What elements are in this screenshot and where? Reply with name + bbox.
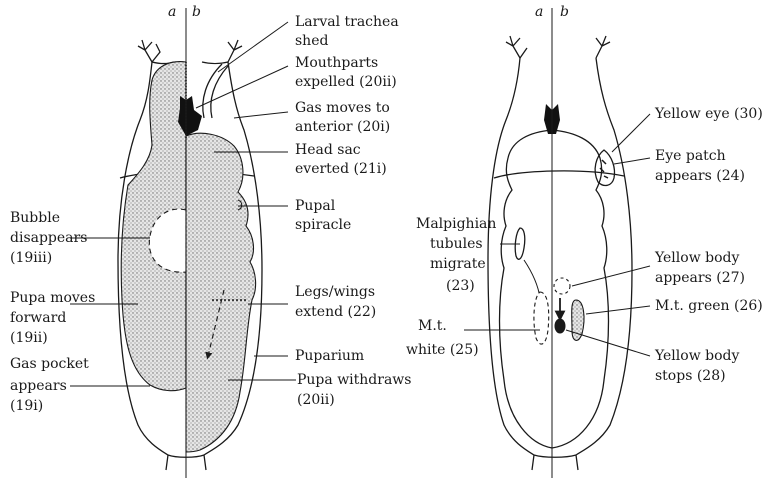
right-malpighian-tubule-curve	[524, 260, 540, 298]
label-pupa-withdraws-1: Pupa withdraws	[297, 372, 411, 388]
label-pupal-spiracle-1: Pupal	[295, 198, 336, 214]
label-pupa-moves-3: (19ii)	[10, 330, 48, 346]
label-pupal-spiracle-2: spiracle	[295, 217, 351, 233]
label-head-sac-2: everted (21i)	[295, 161, 387, 177]
leader-eye-patch	[614, 158, 650, 164]
label-mt-white-2: white (25)	[406, 342, 479, 358]
label-gas-moves-1: Gas moves to	[295, 100, 390, 116]
left-anterior-spiracle-left	[138, 40, 160, 62]
leader-yellow-eye	[612, 114, 650, 152]
label-gas-pocket-2: appears	[10, 378, 67, 394]
right-axis-a: a	[535, 4, 543, 20]
leader-gas-moves	[234, 112, 288, 118]
label-legs-wings-2: extend (22)	[295, 304, 376, 320]
right-axis-b: b	[560, 4, 569, 20]
label-pupa-withdraws-2: (20ii)	[297, 392, 335, 408]
left-axis-b: b	[192, 4, 201, 20]
right-figure: a b	[406, 4, 763, 478]
label-mt-white-1: M.t.	[418, 318, 447, 334]
right-anterior-spiracle-right	[596, 36, 610, 58]
label-eye-patch-2: appears (24)	[655, 168, 745, 184]
label-yellow-eye: Yellow eye (30)	[654, 106, 763, 122]
label-mt-green: M.t. green (26)	[655, 298, 763, 314]
right-puparium-outline	[488, 58, 632, 470]
label-pupa-moves-1: Pupa moves	[10, 290, 95, 306]
leader-yellow-body-appears	[572, 266, 650, 286]
label-gas-pocket-1: Gas pocket	[10, 356, 89, 372]
leader-mt-green	[586, 306, 650, 314]
leader-larval-trachea	[218, 22, 288, 72]
label-gas-pocket-3: (19i)	[10, 398, 43, 414]
label-bubble-2: disappears	[10, 230, 87, 246]
right-pupa-body	[500, 130, 609, 448]
left-figure: a b	[10, 4, 411, 478]
label-gas-moves-2: anterior (20i)	[295, 119, 390, 135]
label-bubble-1: Bubble	[10, 210, 60, 226]
label-bubble-3: (19iii)	[10, 250, 52, 266]
label-eye-patch-1: Eye patch	[655, 148, 726, 164]
label-larval-trachea-1: Larval trachea	[295, 14, 399, 30]
left-anterior-spiracle-right	[228, 40, 242, 62]
label-larval-trachea-2: shed	[295, 33, 328, 49]
label-yellow-body-stops-2: stops (28)	[655, 368, 726, 384]
label-mouthparts-1: Mouthparts	[295, 55, 378, 71]
right-yellow-body-appears	[554, 278, 570, 294]
right-mt-green	[572, 300, 584, 340]
leader-mouthparts	[196, 66, 288, 108]
right-mt-white	[534, 292, 549, 344]
label-malpighian-1: Malpighian	[416, 216, 496, 232]
left-axis-a: a	[168, 4, 176, 20]
right-puparium-tail	[534, 455, 576, 457]
label-yellow-body-appears-2: appears (27)	[655, 270, 745, 286]
right-yellow-body-stops	[555, 319, 565, 333]
left-pupa-side-b	[186, 133, 256, 452]
left-larval-trachea	[203, 64, 228, 118]
label-malpighian-2: tubules	[430, 236, 483, 252]
label-yellow-body-appears-1: Yellow body	[654, 250, 739, 266]
label-pupa-moves-2: forward	[10, 310, 66, 326]
label-head-sac-1: Head sac	[295, 142, 361, 158]
label-malpighian-3: migrate	[430, 256, 486, 272]
label-mouthparts-2: expelled (20ii)	[295, 74, 397, 90]
label-puparium: Puparium	[295, 348, 364, 364]
label-malpighian-4: (23)	[446, 278, 475, 294]
right-eye-patch	[595, 150, 614, 185]
label-yellow-body-stops-1: Yellow body	[654, 348, 739, 364]
right-anterior-spiracle-left	[506, 36, 527, 58]
label-legs-wings-1: Legs/wings	[295, 284, 375, 300]
